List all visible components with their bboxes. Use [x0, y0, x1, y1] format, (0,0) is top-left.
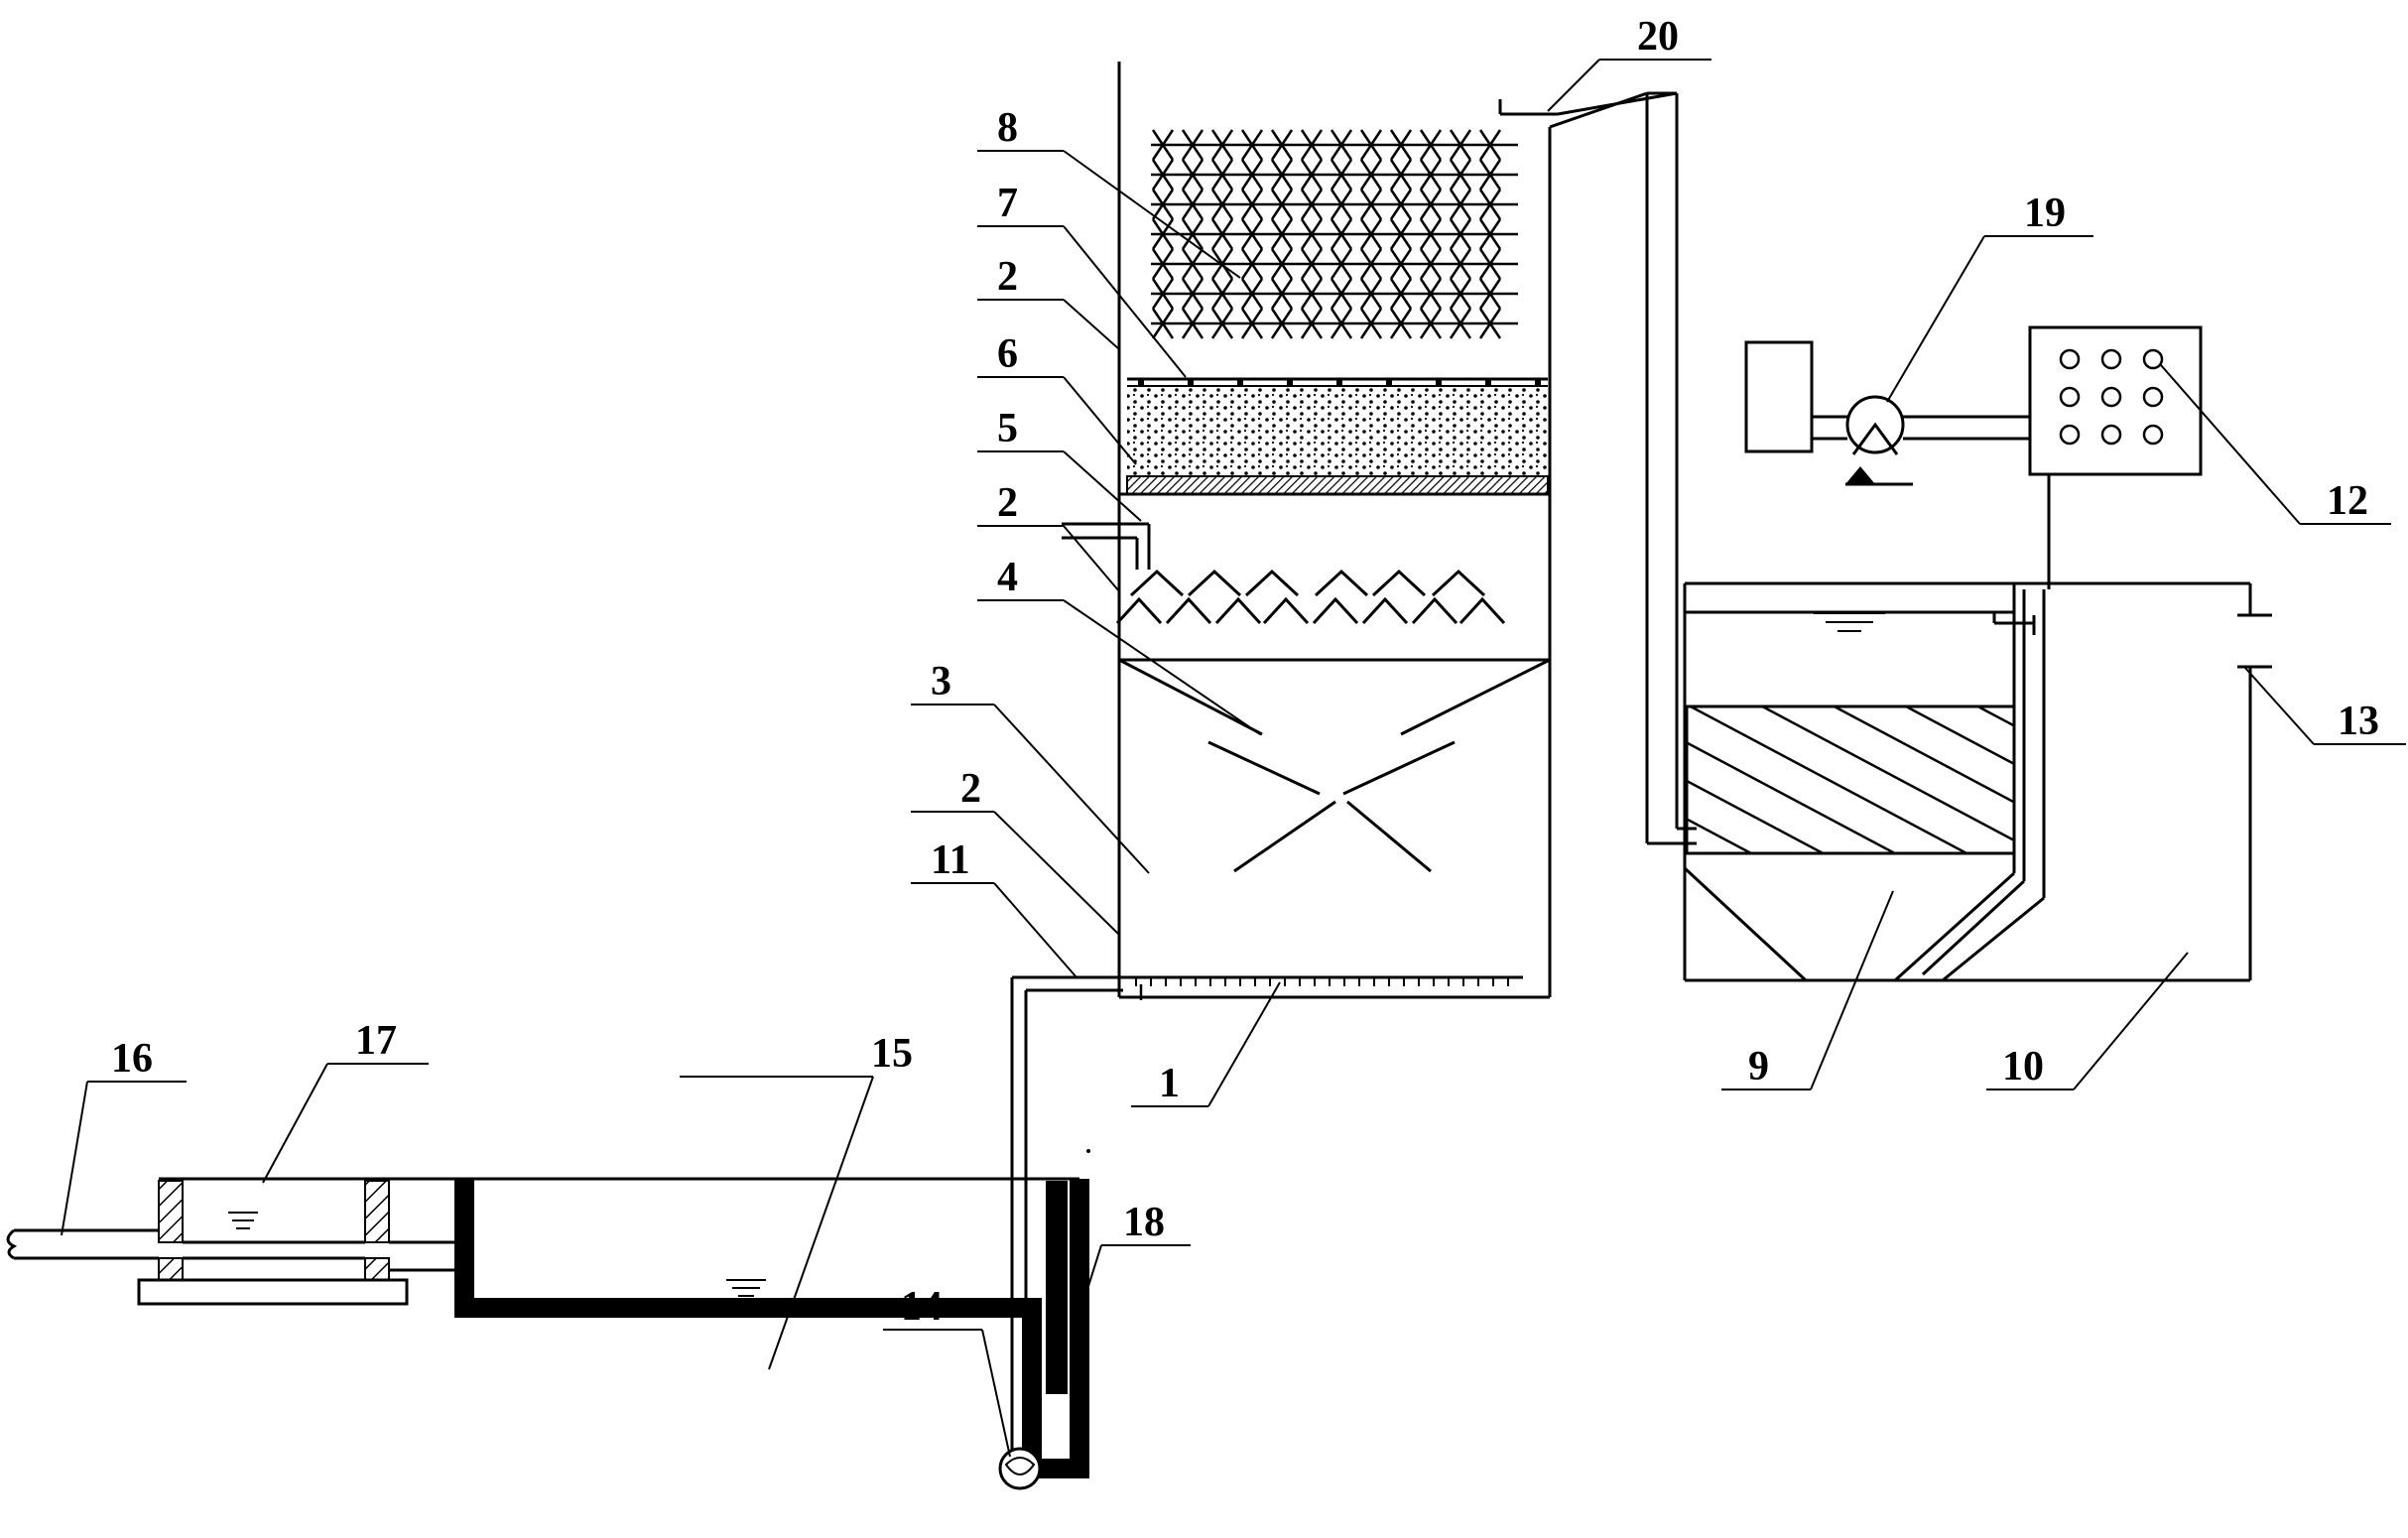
outlet-pipe: [1498, 91, 1697, 845]
part-labels: 20 8 7 2 6 5 2 4 3 2 11 1 19 12 13 9 10 …: [111, 14, 2379, 1330]
label-6: 6: [997, 331, 1018, 377]
pump-motor: [1744, 340, 2030, 486]
label-18: 18: [1123, 1200, 1165, 1245]
label-19: 19: [2024, 191, 2066, 236]
control-box: [2028, 325, 2203, 476]
label-14: 14: [901, 1284, 943, 1330]
label-8: 8: [997, 105, 1018, 151]
sump-tank: [137, 1177, 1089, 1478]
label-2-middle: 2: [997, 480, 1018, 526]
label-3: 3: [931, 659, 951, 705]
label-12: 12: [2327, 478, 2368, 524]
label-17: 17: [355, 1018, 397, 1064]
bottom-distributor: [1123, 975, 1523, 1000]
grate-bar: [1046, 1181, 1068, 1394]
submersible-pump: [998, 1447, 1042, 1490]
inclined-baffles: [1118, 658, 1551, 873]
label-11: 11: [931, 837, 970, 883]
settling-tank: [1683, 581, 2272, 982]
label-20: 20: [1637, 14, 1679, 60]
support-plate: [1127, 377, 1548, 387]
leader-lines: [61, 59, 2406, 1458]
label-2-lower: 2: [960, 766, 981, 812]
label-15: 15: [871, 1031, 913, 1077]
label-13: 13: [2338, 699, 2379, 744]
label-16: 16: [111, 1036, 153, 1082]
side-pipe: [1062, 522, 1151, 570]
label-10: 10: [2002, 1044, 2044, 1089]
label-2-upper: 2: [997, 254, 1018, 300]
label-5: 5: [997, 406, 1018, 451]
chevron-deflectors: [1115, 569, 1506, 625]
filter-media: [1127, 387, 1548, 476]
fiber-packing: [1151, 129, 1518, 339]
label-9: 9: [1748, 1044, 1769, 1089]
reactor-column: [1117, 62, 1552, 999]
label-1: 1: [1159, 1061, 1180, 1106]
feed-pipe: [1010, 975, 1123, 1471]
label-4: 4: [997, 555, 1018, 600]
inlet-pipe: [6, 1228, 159, 1260]
filter-support-layer: [1126, 475, 1549, 495]
label-7: 7: [997, 181, 1018, 226]
